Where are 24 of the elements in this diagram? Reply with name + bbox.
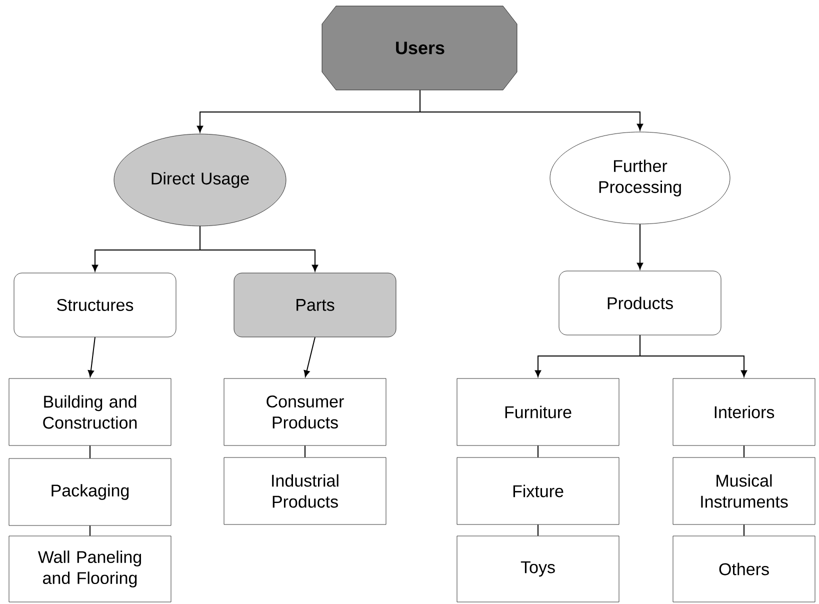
rounded-box: Parts — [234, 272, 396, 338]
process-box: Interiors — [672, 378, 816, 446]
arrow — [304, 336, 316, 378]
process-box: Fixture — [456, 457, 620, 525]
rounded-box: Structures — [14, 272, 176, 338]
process-box: Furniture — [456, 378, 620, 446]
ellipse-node: Further Processing — [550, 132, 730, 224]
arrow — [420, 90, 644, 130]
arrow — [200, 226, 318, 272]
ellipse-node: Direct Usage — [114, 134, 286, 226]
process-box: Wall Paneling and Flooring — [8, 536, 172, 602]
octagon-box: Users — [322, 6, 518, 90]
process-box: Packaging — [8, 458, 172, 526]
process-box: Musical Instruments — [672, 457, 816, 525]
arrow — [640, 334, 748, 377]
process-box: Consumer Products — [224, 378, 386, 446]
process-box: Building and Construction — [8, 378, 172, 446]
connector-line — [304, 445, 306, 458]
arrow — [636, 224, 644, 270]
process-box: Industrial Products — [224, 457, 386, 525]
rounded-box: Products — [558, 270, 722, 336]
process-box: Others — [672, 536, 816, 602]
arrow — [88, 336, 96, 378]
process-box: Toys — [456, 536, 620, 602]
